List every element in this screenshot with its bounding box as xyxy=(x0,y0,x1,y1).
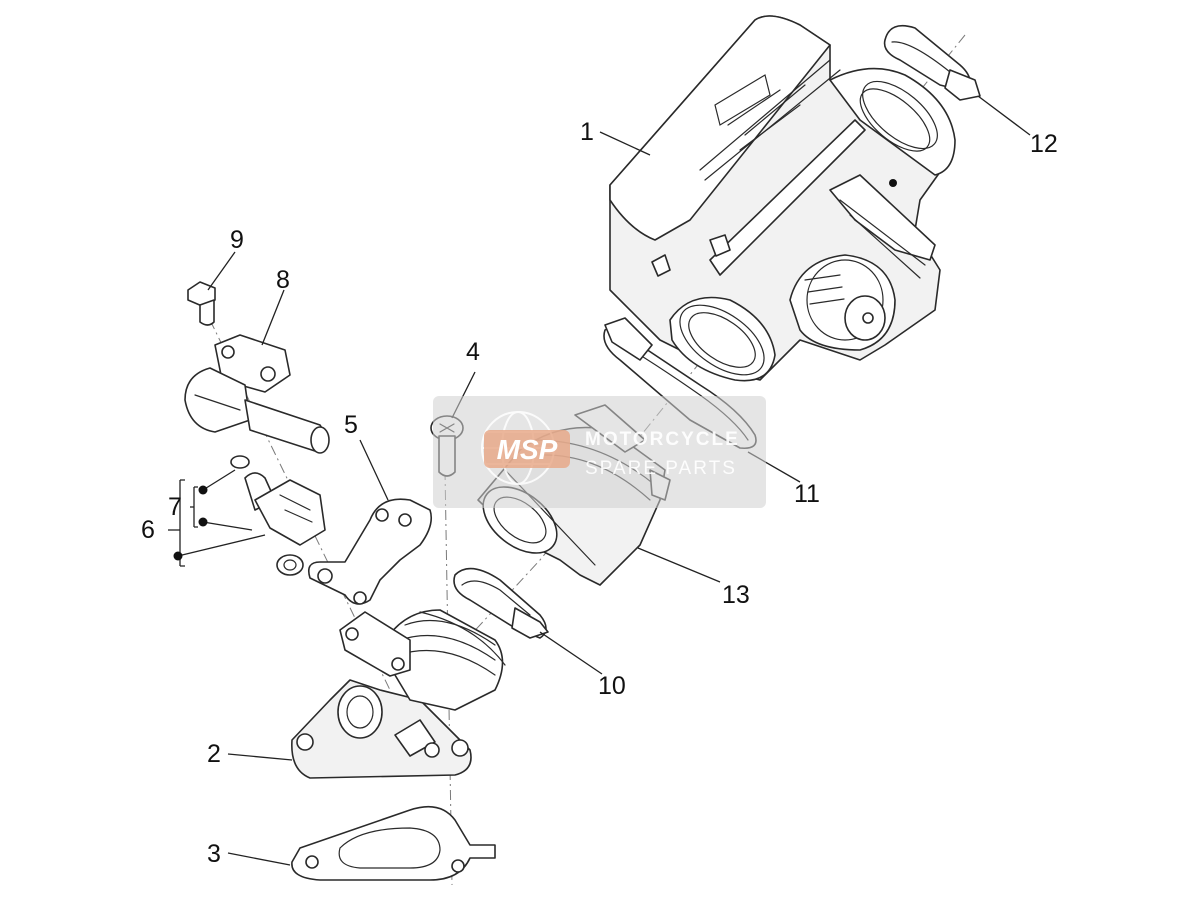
part-bracket xyxy=(307,498,433,605)
part-intake-manifold xyxy=(291,609,506,779)
watermark-line1: MOTORCYCLE xyxy=(585,429,740,450)
callout-1: 1 xyxy=(580,118,594,146)
watermark-logo-badge xyxy=(484,430,570,468)
callout-2: 2 xyxy=(207,740,221,768)
callout-7: 7 xyxy=(168,493,182,521)
part-throttle-body xyxy=(609,15,956,382)
callout-12: 12 xyxy=(1030,130,1058,158)
part-sensor xyxy=(230,455,326,576)
part-injector xyxy=(184,334,330,454)
watermark-panel xyxy=(433,396,766,508)
bullet-7b xyxy=(198,517,208,527)
callout-bullets xyxy=(173,485,208,561)
callout-6: 6 xyxy=(141,516,155,544)
callout-13: 13 xyxy=(722,581,750,609)
callout-8: 8 xyxy=(276,266,290,294)
part-top-clamp xyxy=(883,24,981,101)
callout-9: 9 xyxy=(230,226,244,254)
bullet-7a xyxy=(198,485,208,495)
part-small-clamp xyxy=(453,567,549,639)
part-bolt xyxy=(187,281,216,326)
callout-numbers: 1 2 3 4 5 6 7 8 9 10 11 12 13 xyxy=(141,118,1058,868)
part-gasket xyxy=(291,805,496,881)
callout-4: 4 xyxy=(466,338,480,366)
watermark: MSP MOTORCYCLE SPARE PARTS xyxy=(433,396,766,508)
watermark-logo: MSP xyxy=(497,434,558,465)
callout-3: 3 xyxy=(207,840,221,868)
bullet-6 xyxy=(173,551,183,561)
callout-10: 10 xyxy=(598,672,626,700)
watermark-line2: SPARE PARTS xyxy=(585,458,737,479)
callout-5: 5 xyxy=(344,411,358,439)
callout-11: 11 xyxy=(794,480,820,508)
